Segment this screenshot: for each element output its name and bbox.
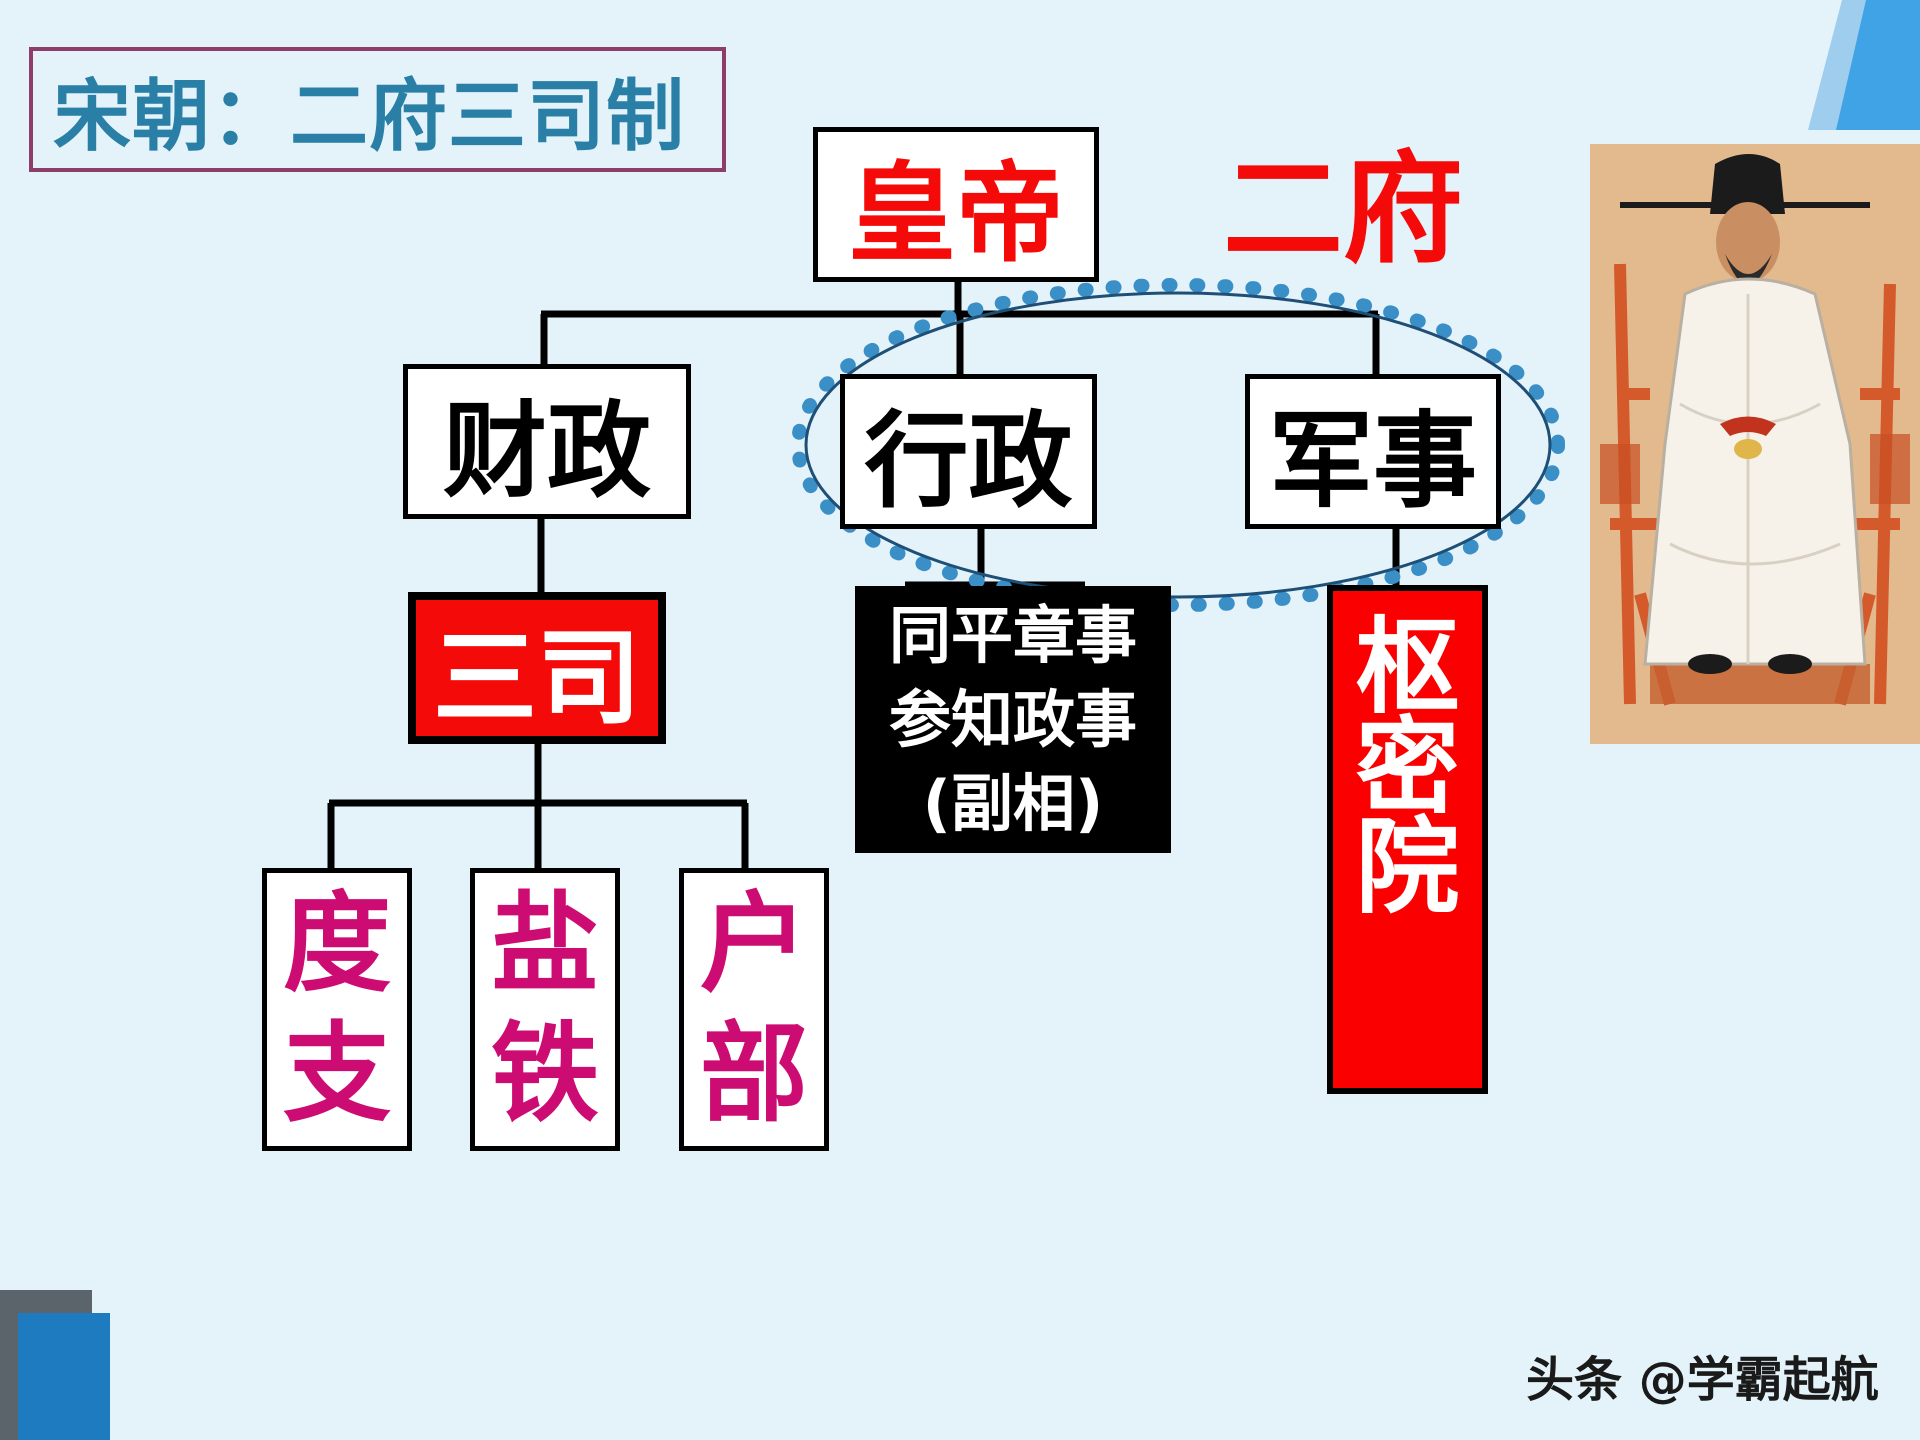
- yantie-char-1: 盐: [490, 881, 599, 1007]
- yantie-char-2: 铁: [490, 1011, 599, 1137]
- finance-label: 财政: [442, 390, 651, 512]
- two-fu-ellipse: [804, 291, 1552, 599]
- privy-council-box: 枢 密 院: [1327, 585, 1488, 1094]
- privy-council-char-3: 院: [1355, 806, 1460, 928]
- military-label: 军事: [1268, 400, 1477, 522]
- duzhi-char-1: 度: [282, 881, 391, 1007]
- chancellor-box: 同平章事 参知政事 (副相): [855, 586, 1171, 853]
- chancellor-line-3: (副相): [922, 766, 1104, 840]
- privy-council-char-2: 密: [1355, 706, 1460, 828]
- hubu-box: 户 部: [679, 868, 829, 1151]
- duzhi-box: 度 支: [262, 868, 412, 1151]
- page-title: 宋朝：二府三司制: [53, 71, 686, 162]
- military-box: 军事: [1245, 374, 1501, 529]
- three-si-box: 三司: [408, 592, 666, 744]
- yantie-box: 盐 铁: [470, 868, 620, 1151]
- hubu-char-1: 户: [699, 881, 808, 1007]
- hubu-char-2: 部: [699, 1011, 808, 1137]
- finance-box: 财政: [403, 364, 691, 519]
- administration-box: 行政: [840, 374, 1097, 529]
- two-fu-label: 二府: [1223, 141, 1463, 280]
- corner-decoration-bottom-blue: [18, 1313, 110, 1440]
- watermark: 头条 @学霸起航: [1526, 1352, 1879, 1408]
- chancellor-line-2: 参知政事: [888, 682, 1137, 756]
- emperor-portrait-image: [1590, 144, 1920, 744]
- emperor-label: 皇帝: [847, 151, 1064, 277]
- duzhi-char-2: 支: [282, 1011, 391, 1137]
- emperor-box: 皇帝: [813, 127, 1099, 282]
- corner-decoration-top-inner: [1836, 0, 1920, 130]
- privy-council-char-1: 枢: [1355, 606, 1460, 728]
- title-box: 宋朝：二府三司制: [29, 47, 726, 172]
- three-si-label: 三司: [432, 616, 641, 739]
- administration-label: 行政: [864, 400, 1073, 522]
- two-fu-ellipse-scallop: [791, 278, 1565, 612]
- chancellor-line-1: 同平章事: [888, 598, 1137, 672]
